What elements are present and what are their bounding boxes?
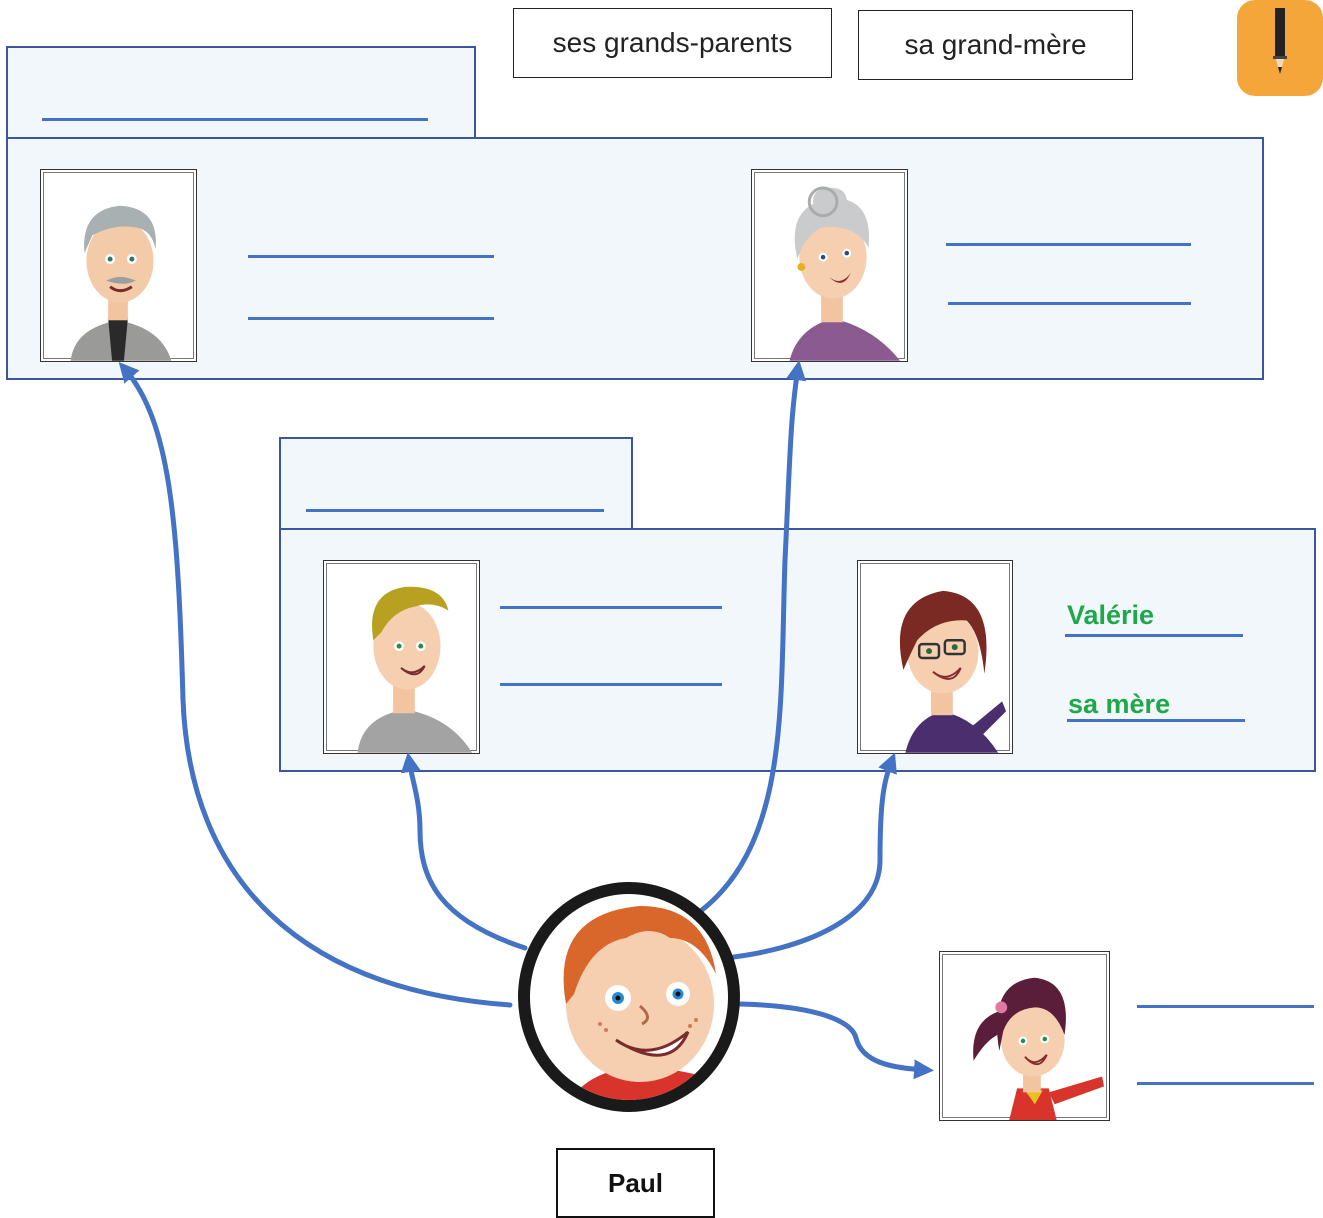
grandmother-blank-2[interactable] xyxy=(948,302,1191,305)
grandmother-blank-1[interactable] xyxy=(946,243,1191,246)
grandparents-group-tab xyxy=(6,46,476,140)
pencil-icon xyxy=(1273,8,1287,74)
pencil-badge[interactable] xyxy=(1237,0,1323,96)
grandfather-blank-1[interactable] xyxy=(248,255,494,258)
grandmother-photo xyxy=(751,169,908,362)
mother-blank-1[interactable] xyxy=(1065,634,1243,637)
arrow-to-father xyxy=(400,752,528,951)
father-blank-1[interactable] xyxy=(500,606,722,609)
word-card-label: sa grand-mère xyxy=(904,29,1087,60)
parents-group-blank[interactable] xyxy=(306,509,604,512)
word-card-label: ses grands-parents xyxy=(552,27,793,58)
sister-blank-2[interactable] xyxy=(1137,1082,1314,1085)
paul-avatar[interactable] xyxy=(518,882,740,1112)
grandparents-panel xyxy=(6,137,1264,380)
father-photo xyxy=(323,560,480,754)
sister-portrait xyxy=(973,977,1105,1120)
sister-blank-1[interactable] xyxy=(1137,1005,1314,1008)
mother-photo xyxy=(857,560,1013,754)
grandfather-blank-2[interactable] xyxy=(248,317,494,320)
mother-blank-2[interactable] xyxy=(1067,719,1245,722)
grandfather-portrait xyxy=(70,205,172,361)
paul-name-box: Paul xyxy=(556,1148,715,1218)
arrow-to-sister xyxy=(737,1001,934,1080)
arrow-to-mother xyxy=(722,752,897,961)
mother-answer-name: Valérie xyxy=(1067,600,1155,630)
father-portrait xyxy=(357,586,473,753)
grandfather-photo xyxy=(40,169,197,362)
paul-portrait xyxy=(563,906,728,1100)
mother-portrait xyxy=(899,590,1007,753)
sister-photo xyxy=(939,951,1110,1121)
word-card-grandparents[interactable]: ses grands-parents xyxy=(513,8,832,78)
mother-answer-relation: sa mère xyxy=(1068,689,1171,719)
parents-group-tab xyxy=(279,437,633,531)
father-blank-2[interactable] xyxy=(500,683,722,686)
word-card-grandmother[interactable]: sa grand-mère xyxy=(858,10,1133,80)
grandmother-portrait xyxy=(789,186,901,361)
paul-name: Paul xyxy=(608,1167,663,1198)
grandparents-group-blank[interactable] xyxy=(42,118,428,121)
